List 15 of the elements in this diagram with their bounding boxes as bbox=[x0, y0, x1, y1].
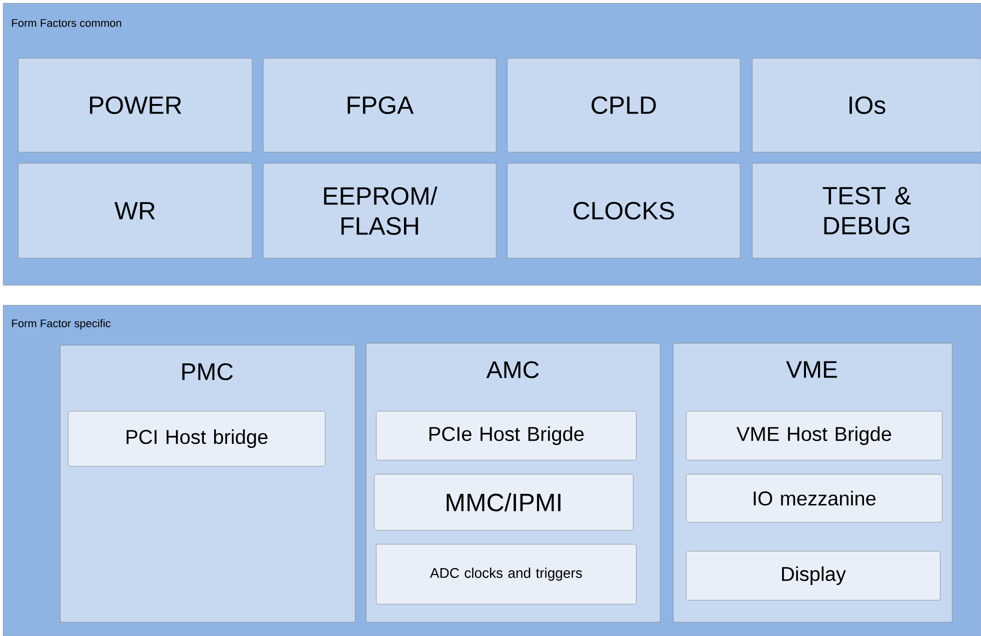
block-box: EEPROM/ FLASH bbox=[263, 163, 496, 258]
block-box: POWER bbox=[18, 58, 252, 152]
block-box: WR bbox=[18, 163, 252, 258]
item-box: ADC clocks and triggers bbox=[376, 544, 636, 604]
item-box: IO mezzanine bbox=[686, 474, 942, 522]
block-box: TEST & DEBUG bbox=[752, 163, 981, 258]
block-box: FPGA bbox=[263, 58, 496, 152]
block-box: IOs bbox=[752, 58, 981, 152]
item-box: VME Host Brigde bbox=[686, 411, 942, 460]
item-box: PCI Host bridge bbox=[68, 411, 326, 466]
block-box: CLOCKS bbox=[507, 163, 740, 258]
item-box: MMC/IPMI bbox=[374, 474, 634, 530]
block-box: CPLD bbox=[507, 58, 740, 152]
item-box: PCIe Host Brigde bbox=[376, 411, 636, 460]
item-box: Display bbox=[686, 551, 940, 600]
